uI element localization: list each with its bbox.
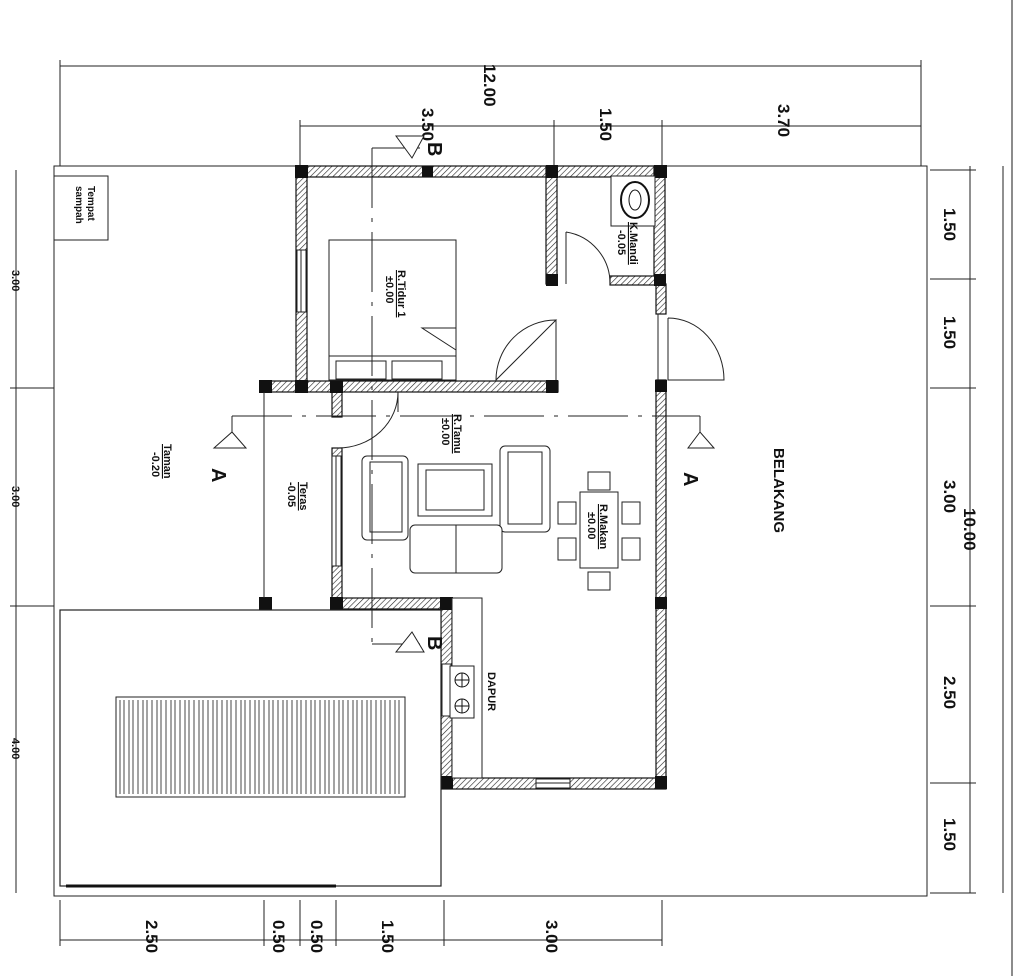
terrace-level: -0.05: [285, 482, 297, 507]
columns: [259, 165, 667, 789]
dim-left-seg-1: 3.00: [9, 270, 21, 291]
carport-slab: [59, 609, 442, 888]
trash-label-line2: sampah: [73, 186, 84, 224]
dining-name: R.Makan: [597, 504, 609, 550]
garden-name: Taman: [161, 444, 173, 479]
toilet: [610, 175, 656, 227]
dim-top-total: 12.00: [480, 64, 499, 107]
dim-right-seg-5: 1.50: [940, 818, 959, 851]
terrace-name: Teras: [297, 482, 309, 511]
section-line-b: [371, 135, 425, 653]
dim-top-seg-3: 3.70: [774, 104, 793, 137]
dim-bottom-seg-3: 0.50: [307, 920, 326, 953]
dim-bottom-seg-4: 1.50: [378, 920, 397, 953]
trash-label-line1: Tempat: [85, 186, 96, 221]
doors: [337, 231, 725, 449]
back-area-label: BELAKANG: [770, 448, 787, 533]
living-name: R.Tamu: [451, 414, 463, 454]
dim-right-seg-2: 1.50: [940, 316, 959, 349]
bathroom-level: -0.05: [615, 230, 627, 255]
dim-left-seg-2: 3.00: [9, 486, 21, 507]
windows: [296, 249, 571, 789]
dim-right-seg-4: 2.50: [940, 676, 959, 709]
dim-right-total: 10.00: [960, 508, 979, 551]
dim-top-seg-1: 3.50: [418, 108, 437, 141]
bedroom-name: R.Tidur 1: [395, 270, 407, 317]
living-furniture: [361, 445, 551, 574]
section-line-a: [212, 415, 716, 449]
bathroom-name: K.Mandi: [627, 222, 639, 265]
dim-top-seg-2: 1.50: [596, 108, 615, 141]
section-b-bottom: B: [423, 636, 445, 650]
dim-left-seg-3: 4.00: [9, 738, 21, 759]
bedroom-level: ±0.00: [383, 276, 395, 303]
section-a-left: A: [207, 468, 229, 482]
kitchen-name: DAPUR: [485, 672, 497, 711]
dim-bottom-seg-2: 0.50: [269, 920, 288, 953]
kitchen-counter: [449, 597, 483, 779]
dining-set: [557, 471, 641, 591]
bed: [328, 239, 457, 381]
dim-bottom-seg-1: 2.50: [142, 920, 161, 953]
dim-right-seg-3: 3.00: [940, 480, 959, 513]
dining-level: ±0.00: [585, 512, 597, 539]
dim-right-seg-1: 1.50: [940, 208, 959, 241]
section-a-right: A: [679, 472, 701, 486]
section-b-top: B: [423, 142, 445, 156]
dim-bottom-seg-5: 3.00: [542, 920, 561, 953]
garden-level: -0.20: [149, 452, 161, 477]
trash-area: Tempat sampah: [53, 175, 109, 241]
dimension-lines: [10, 60, 1004, 946]
living-level: ±0.00: [439, 418, 451, 445]
